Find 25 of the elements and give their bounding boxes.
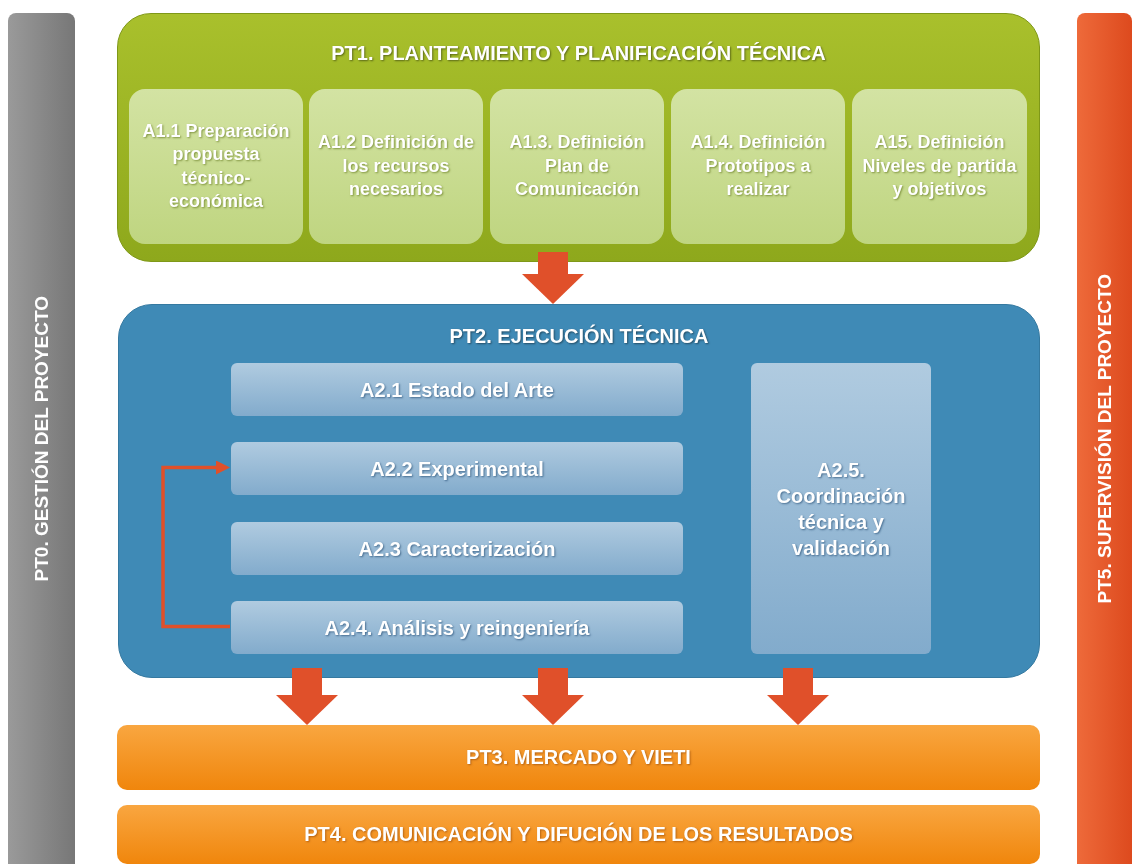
panel-title: PT2. EJECUCIÓN TÉCNICA bbox=[448, 325, 710, 348]
work-package-panel bbox=[117, 13, 1040, 262]
block-arrow bbox=[522, 252, 584, 304]
side-bar bbox=[1077, 13, 1132, 864]
work-package-band: PT4. COMUNICACIÓN Y DIFUCIÓN DE LOS RESULTADOS bbox=[117, 805, 1040, 864]
block-arrow bbox=[767, 668, 829, 725]
activity-box: A1.3. Definición Plan de Comunicación bbox=[490, 89, 664, 244]
side-bar-label: PT0. GESTIÓN DEL PROYECTO bbox=[30, 295, 53, 582]
activity-box: A2.4. Análisis y reingeniería bbox=[231, 601, 683, 654]
activity-box: A2.1 Estado del Arte bbox=[231, 363, 683, 416]
panel-title: PT1. PLANTEAMIENTO Y PLANIFICACIÓN TÉCNICA bbox=[330, 42, 827, 65]
side-bar bbox=[8, 13, 75, 864]
side-bar-label: PT5. SUPERVISIÓN DEL PROYECTO bbox=[1093, 273, 1116, 604]
feedback-arrow bbox=[161, 460, 230, 629]
activity-box: A2.5. Coordinación técnica y validación bbox=[751, 363, 931, 654]
activity-box: A2.3 Caracterización bbox=[231, 522, 683, 575]
activity-box: A1.2 Definición de los recursos necesarios bbox=[309, 89, 483, 244]
work-package-panel bbox=[118, 304, 1040, 678]
block-arrow bbox=[522, 668, 584, 725]
activity-box: A1.4. Definición Prototipos a realizar bbox=[671, 89, 845, 244]
activity-box: A1.1 Preparación propuesta técnico-económica bbox=[129, 89, 303, 244]
activity-box: A15. Definición Niveles de partida y objetivos bbox=[852, 89, 1027, 244]
block-arrow bbox=[276, 668, 338, 725]
work-package-band: PT3. MERCADO Y VIETI bbox=[117, 725, 1040, 790]
activity-box: A2.2 Experimental bbox=[231, 442, 683, 495]
